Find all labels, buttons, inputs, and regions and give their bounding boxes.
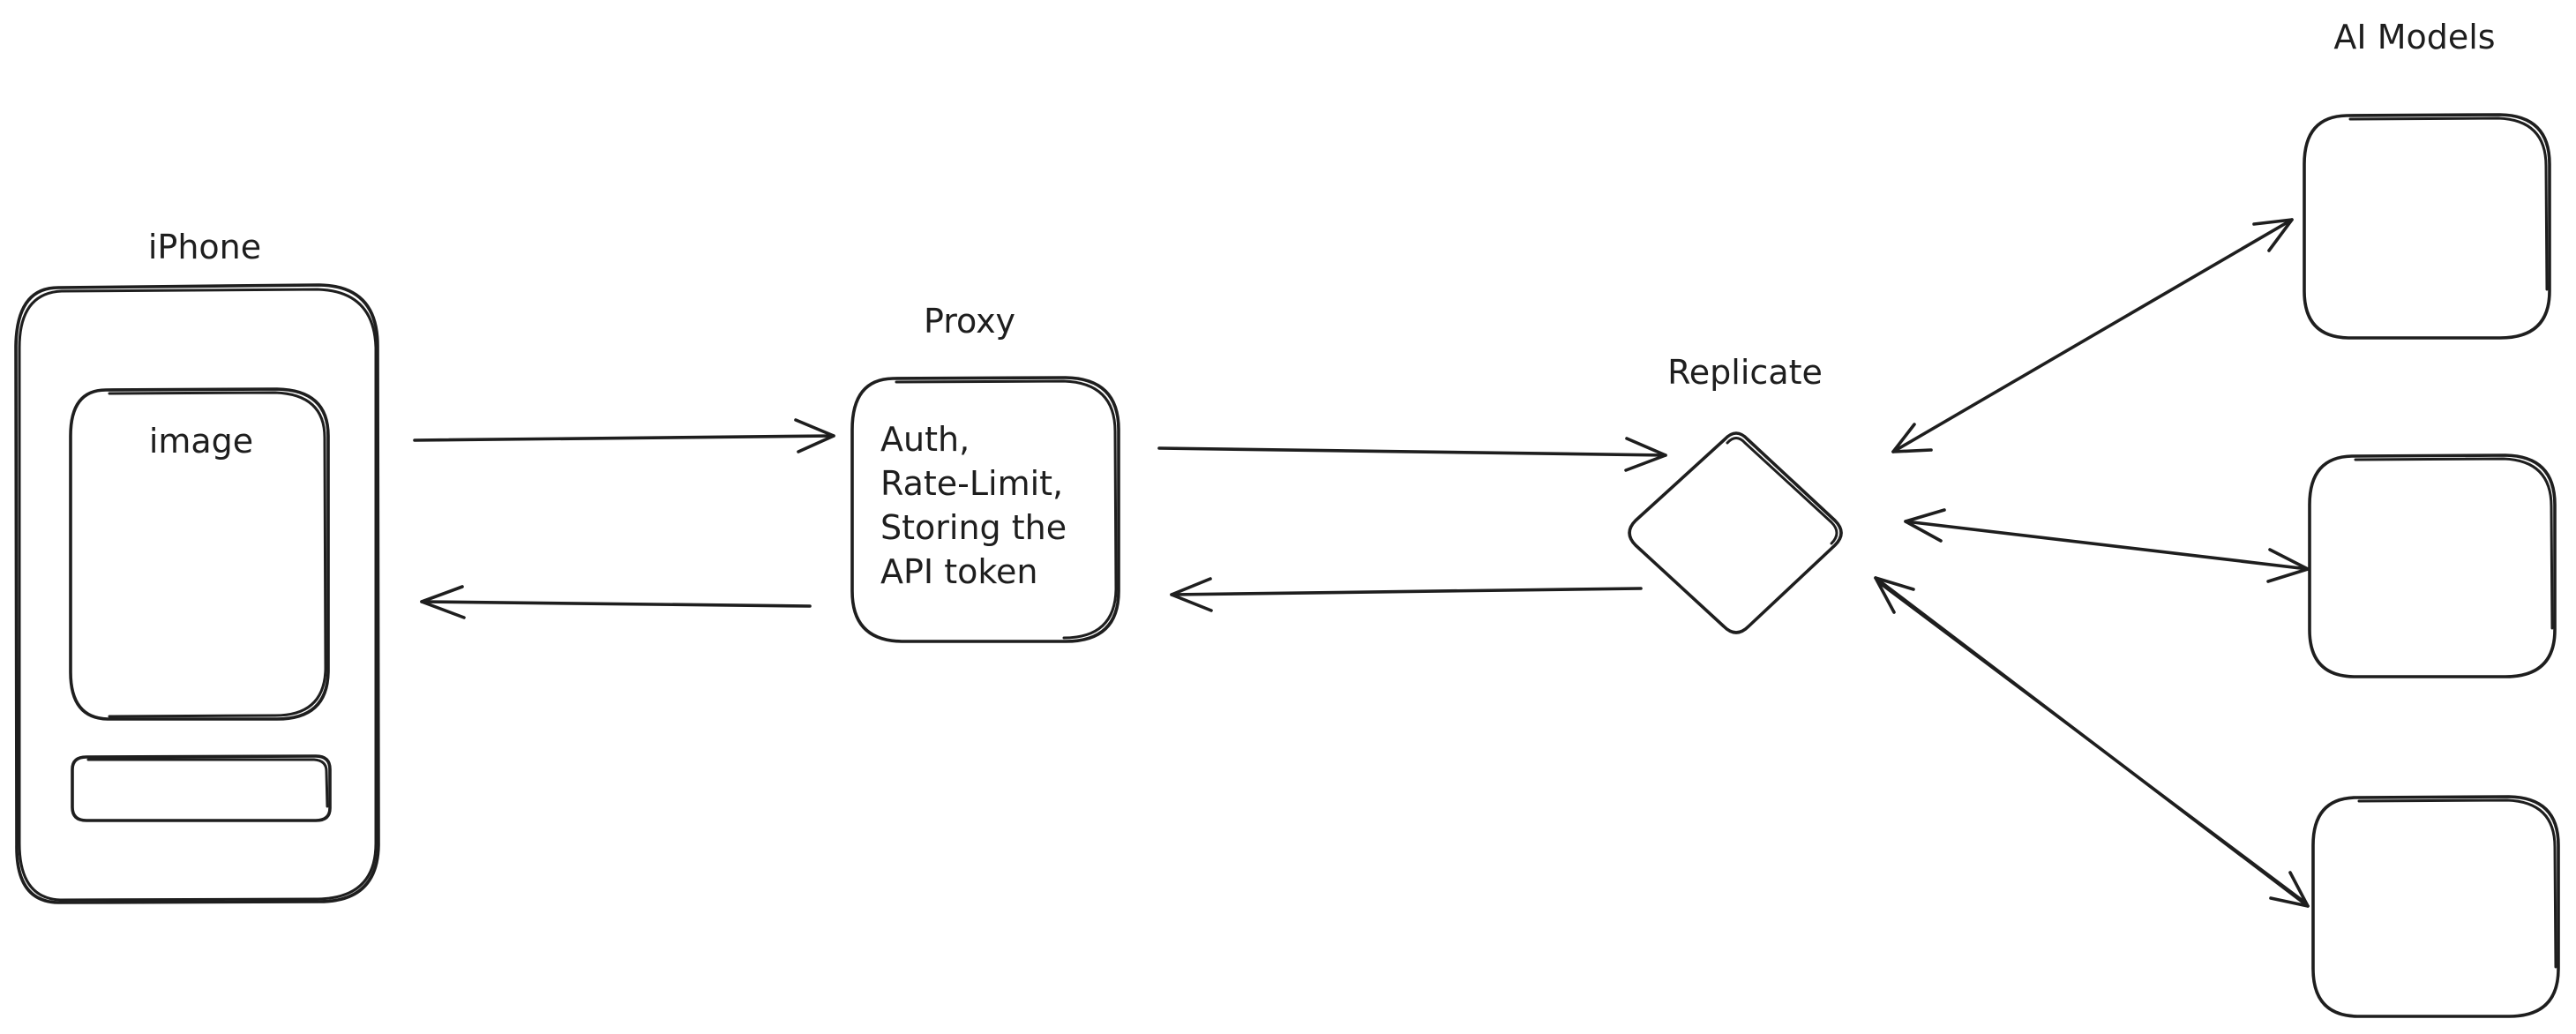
- replicate-to-proxy-arrow: [1170, 577, 1643, 612]
- replicate-model2-arrow: [1904, 508, 2310, 583]
- iphone-bottom-bar-sketch: [86, 758, 329, 808]
- replicate-model3-arrow: [1874, 576, 2310, 908]
- replicate-diamond: [1628, 431, 1843, 634]
- ai-models-label: AI Models: [2333, 18, 2495, 56]
- ai-model-box: [2303, 113, 2551, 340]
- replicate-node: Replicate: [1628, 353, 1843, 634]
- proxy-text-line: API token: [880, 552, 1037, 591]
- proxy-node: Proxy Auth, Rate-Limit, Storing the API …: [850, 302, 1120, 643]
- replicate-diamond-sketch: [1726, 437, 1838, 545]
- iphone-to-proxy-arrow: [413, 418, 835, 453]
- replicate-model1-arrow: [1891, 218, 2294, 453]
- ai-model-box-sketch: [2357, 798, 2557, 969]
- ai-model-box-sketch: [2348, 116, 2549, 291]
- proxy-box-sketch: [895, 379, 1118, 640]
- iphone-node: iPhone image: [14, 228, 380, 904]
- proxy-to-iphone-arrow: [420, 585, 812, 619]
- iphone-frame: [14, 283, 380, 904]
- proxy-label: Proxy: [924, 302, 1015, 341]
- ai-models-group: AI Models: [2303, 18, 2560, 1018]
- image-panel-sketch: [108, 391, 327, 718]
- proxy-text-line: Auth,: [880, 420, 970, 459]
- proxy-text-line: Storing the: [880, 508, 1067, 547]
- proxy-text-line: Rate-Limit,: [880, 464, 1063, 503]
- iphone-bottom-bar: [71, 754, 332, 822]
- image-label: image: [149, 422, 253, 461]
- iphone-label: iPhone: [148, 228, 261, 266]
- ai-model-box: [2308, 453, 2557, 678]
- replicate-label: Replicate: [1667, 353, 1823, 392]
- ai-model-box-sketch: [2354, 457, 2554, 630]
- image-panel: [69, 387, 330, 721]
- proxy-box: [850, 376, 1120, 643]
- proxy-to-replicate-arrow: [1157, 437, 1667, 472]
- ai-model-box: [2311, 795, 2560, 1018]
- iphone-frame-sketch: [18, 288, 378, 902]
